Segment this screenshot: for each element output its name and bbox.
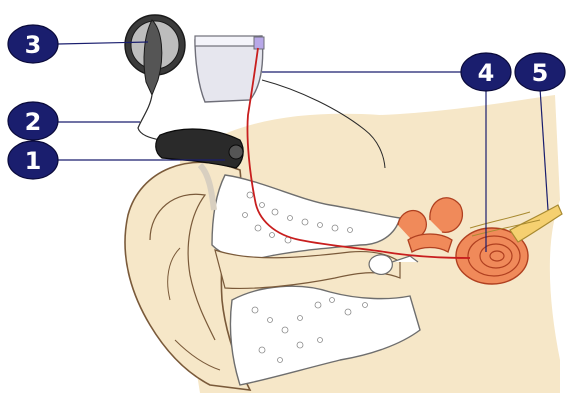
- label-badge-3: 3: [8, 25, 58, 63]
- label-badge-2: 2: [8, 102, 58, 140]
- implant-receiver: [195, 36, 264, 102]
- label-5-text: 5: [532, 59, 549, 87]
- headpiece-transmitter: [125, 15, 185, 95]
- label-badge-5: 5: [515, 53, 565, 91]
- label-badge-1: 1: [8, 141, 58, 179]
- label-2-text: 2: [25, 108, 42, 136]
- headpiece-cable: [138, 95, 160, 140]
- label-3-text: 3: [25, 31, 42, 59]
- label-badge-4: 4: [461, 53, 511, 91]
- label-1-text: 1: [25, 147, 42, 175]
- label-4-text: 4: [478, 59, 495, 87]
